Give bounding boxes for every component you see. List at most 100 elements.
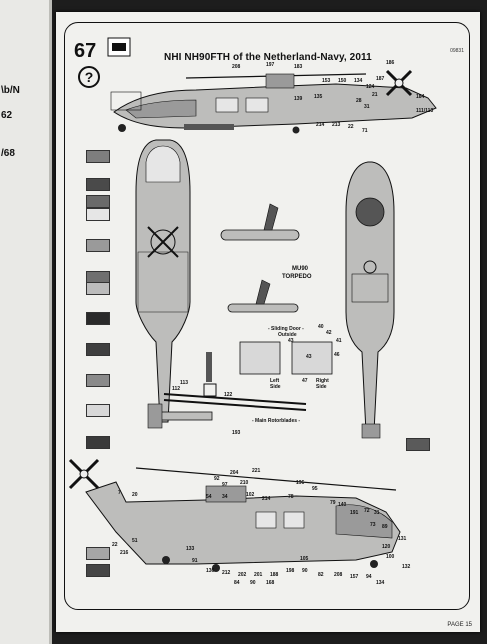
part-callout: 214 bbox=[316, 122, 325, 128]
part-callout: 21 bbox=[372, 92, 378, 98]
part-callout: 90 bbox=[302, 568, 308, 574]
right-side-label: Side bbox=[316, 384, 327, 390]
part-callout: 197 bbox=[266, 62, 275, 68]
part-callout: 95 bbox=[312, 486, 318, 492]
part-callout: 168 bbox=[266, 580, 275, 586]
paint-swatch bbox=[86, 239, 110, 252]
part-callout: 71 bbox=[362, 128, 368, 134]
part-callout: 193 bbox=[232, 430, 241, 436]
left-page-fragment: 62 bbox=[1, 110, 13, 121]
part-callout: 111/113 bbox=[416, 108, 434, 114]
part-callout: 208 bbox=[232, 64, 241, 70]
page-gutter bbox=[49, 0, 52, 644]
part-callout: 132 bbox=[402, 564, 411, 570]
paint-swatch bbox=[86, 547, 110, 560]
part-callout: 22 bbox=[348, 124, 354, 130]
previous-page-edge: \b/N 62 /68 bbox=[0, 0, 52, 644]
step-number: 67 bbox=[74, 40, 97, 62]
part-callout: 131 bbox=[398, 536, 407, 542]
part-callout: 102 bbox=[246, 492, 255, 498]
part-callout: 157 bbox=[350, 574, 359, 580]
part-callout: 43 bbox=[306, 354, 312, 360]
part-callout: 31 bbox=[374, 510, 380, 516]
rotorblades-label: - Main Rotorblades - bbox=[252, 418, 301, 424]
paint-swatch bbox=[86, 343, 110, 356]
paint-swatch bbox=[86, 436, 110, 449]
bottom-view bbox=[345, 161, 395, 439]
part-callout: 204 bbox=[230, 470, 239, 476]
torpedo-label: TORPEDO bbox=[282, 274, 312, 280]
part-callout: 94 bbox=[366, 574, 372, 580]
part-callout: 134 bbox=[376, 580, 385, 586]
part-callout: 79 bbox=[330, 500, 336, 506]
part-callout: 196 bbox=[296, 480, 305, 486]
part-callout: 34 bbox=[222, 494, 228, 500]
paint-swatch bbox=[86, 312, 110, 325]
instruction-page: 67 ? NHI NH90FTH of the Netherland-Navy,… bbox=[56, 12, 480, 632]
part-callout: 90 bbox=[250, 580, 256, 586]
part-callout: 28 bbox=[356, 98, 362, 104]
help-icon: ? bbox=[78, 66, 100, 88]
page-frame bbox=[64, 22, 470, 610]
part-callout: 214 bbox=[262, 496, 271, 502]
part-callout: 47 bbox=[302, 378, 308, 384]
paint-swatch bbox=[86, 374, 110, 387]
part-callout: 134 bbox=[354, 78, 363, 84]
part-callout: 92 bbox=[214, 476, 220, 482]
sliding-door-label: Outside bbox=[278, 332, 297, 338]
part-callout: 89 bbox=[382, 524, 388, 530]
part-callout: 212 bbox=[222, 570, 231, 576]
part-callout: 186 bbox=[386, 60, 395, 66]
part-callout: 97 bbox=[222, 482, 228, 488]
part-callout: 124 bbox=[366, 84, 375, 90]
left-page-fragment: /68 bbox=[1, 148, 15, 159]
part-callout: 31 bbox=[364, 104, 370, 110]
part-callout: 213 bbox=[332, 122, 341, 128]
part-callout: 22 bbox=[112, 542, 118, 548]
part-callout: 198 bbox=[286, 568, 295, 574]
part-callout: 113 bbox=[180, 380, 189, 386]
side-view-bottom bbox=[68, 458, 401, 572]
part-callout: 82 bbox=[318, 572, 324, 578]
part-callout: 135 bbox=[314, 94, 323, 100]
sliding-door-parts bbox=[239, 341, 333, 375]
part-callout: 43 bbox=[288, 338, 294, 344]
part-callout: 136 bbox=[206, 568, 215, 574]
part-callout: 120 bbox=[382, 544, 391, 550]
part-callout: 73 bbox=[370, 522, 376, 528]
torpedo-label: MU90 bbox=[292, 266, 309, 272]
paint-swatch bbox=[86, 208, 110, 221]
part-callout: 78 bbox=[288, 494, 294, 500]
rotorblade-parts bbox=[163, 352, 307, 411]
part-callout: 133 bbox=[186, 546, 195, 552]
part-callout: 72 bbox=[364, 508, 370, 514]
page-number: PAGE 15 bbox=[447, 622, 472, 628]
part-callout: 20 bbox=[132, 492, 138, 498]
right-side-label: Right bbox=[316, 378, 329, 384]
part-callout: 7 bbox=[118, 490, 121, 496]
side-view-top bbox=[110, 69, 437, 134]
page-title: NHI NH90FTH of the Netherland-Navy, 2011 bbox=[164, 52, 372, 63]
part-callout: 210 bbox=[240, 480, 249, 486]
part-callout: 42 bbox=[326, 330, 332, 336]
top-view bbox=[135, 139, 213, 429]
torpedo-part bbox=[220, 203, 300, 313]
part-callout: 188 bbox=[270, 572, 279, 578]
part-callout: 112 bbox=[172, 386, 181, 392]
part-callout: 51 bbox=[132, 538, 138, 544]
left-side-label: Side bbox=[270, 384, 281, 390]
sliding-door-label: - Sliding Door - bbox=[268, 326, 304, 332]
part-callout: 122 bbox=[224, 392, 233, 398]
part-callout: 183 bbox=[294, 64, 303, 70]
part-callout: 216 bbox=[120, 550, 129, 556]
part-callout: 201 bbox=[254, 572, 263, 578]
paint-swatch bbox=[86, 564, 110, 577]
part-callout: 105 bbox=[300, 556, 309, 562]
document-code: 09831 bbox=[450, 48, 464, 54]
part-callout: 140 bbox=[338, 502, 347, 508]
part-callout: 91 bbox=[192, 558, 198, 564]
paint-swatch bbox=[86, 282, 110, 295]
decal-logo-icon bbox=[107, 37, 131, 57]
part-callout: 153 bbox=[322, 78, 331, 84]
aircraft-drawings bbox=[68, 37, 437, 572]
